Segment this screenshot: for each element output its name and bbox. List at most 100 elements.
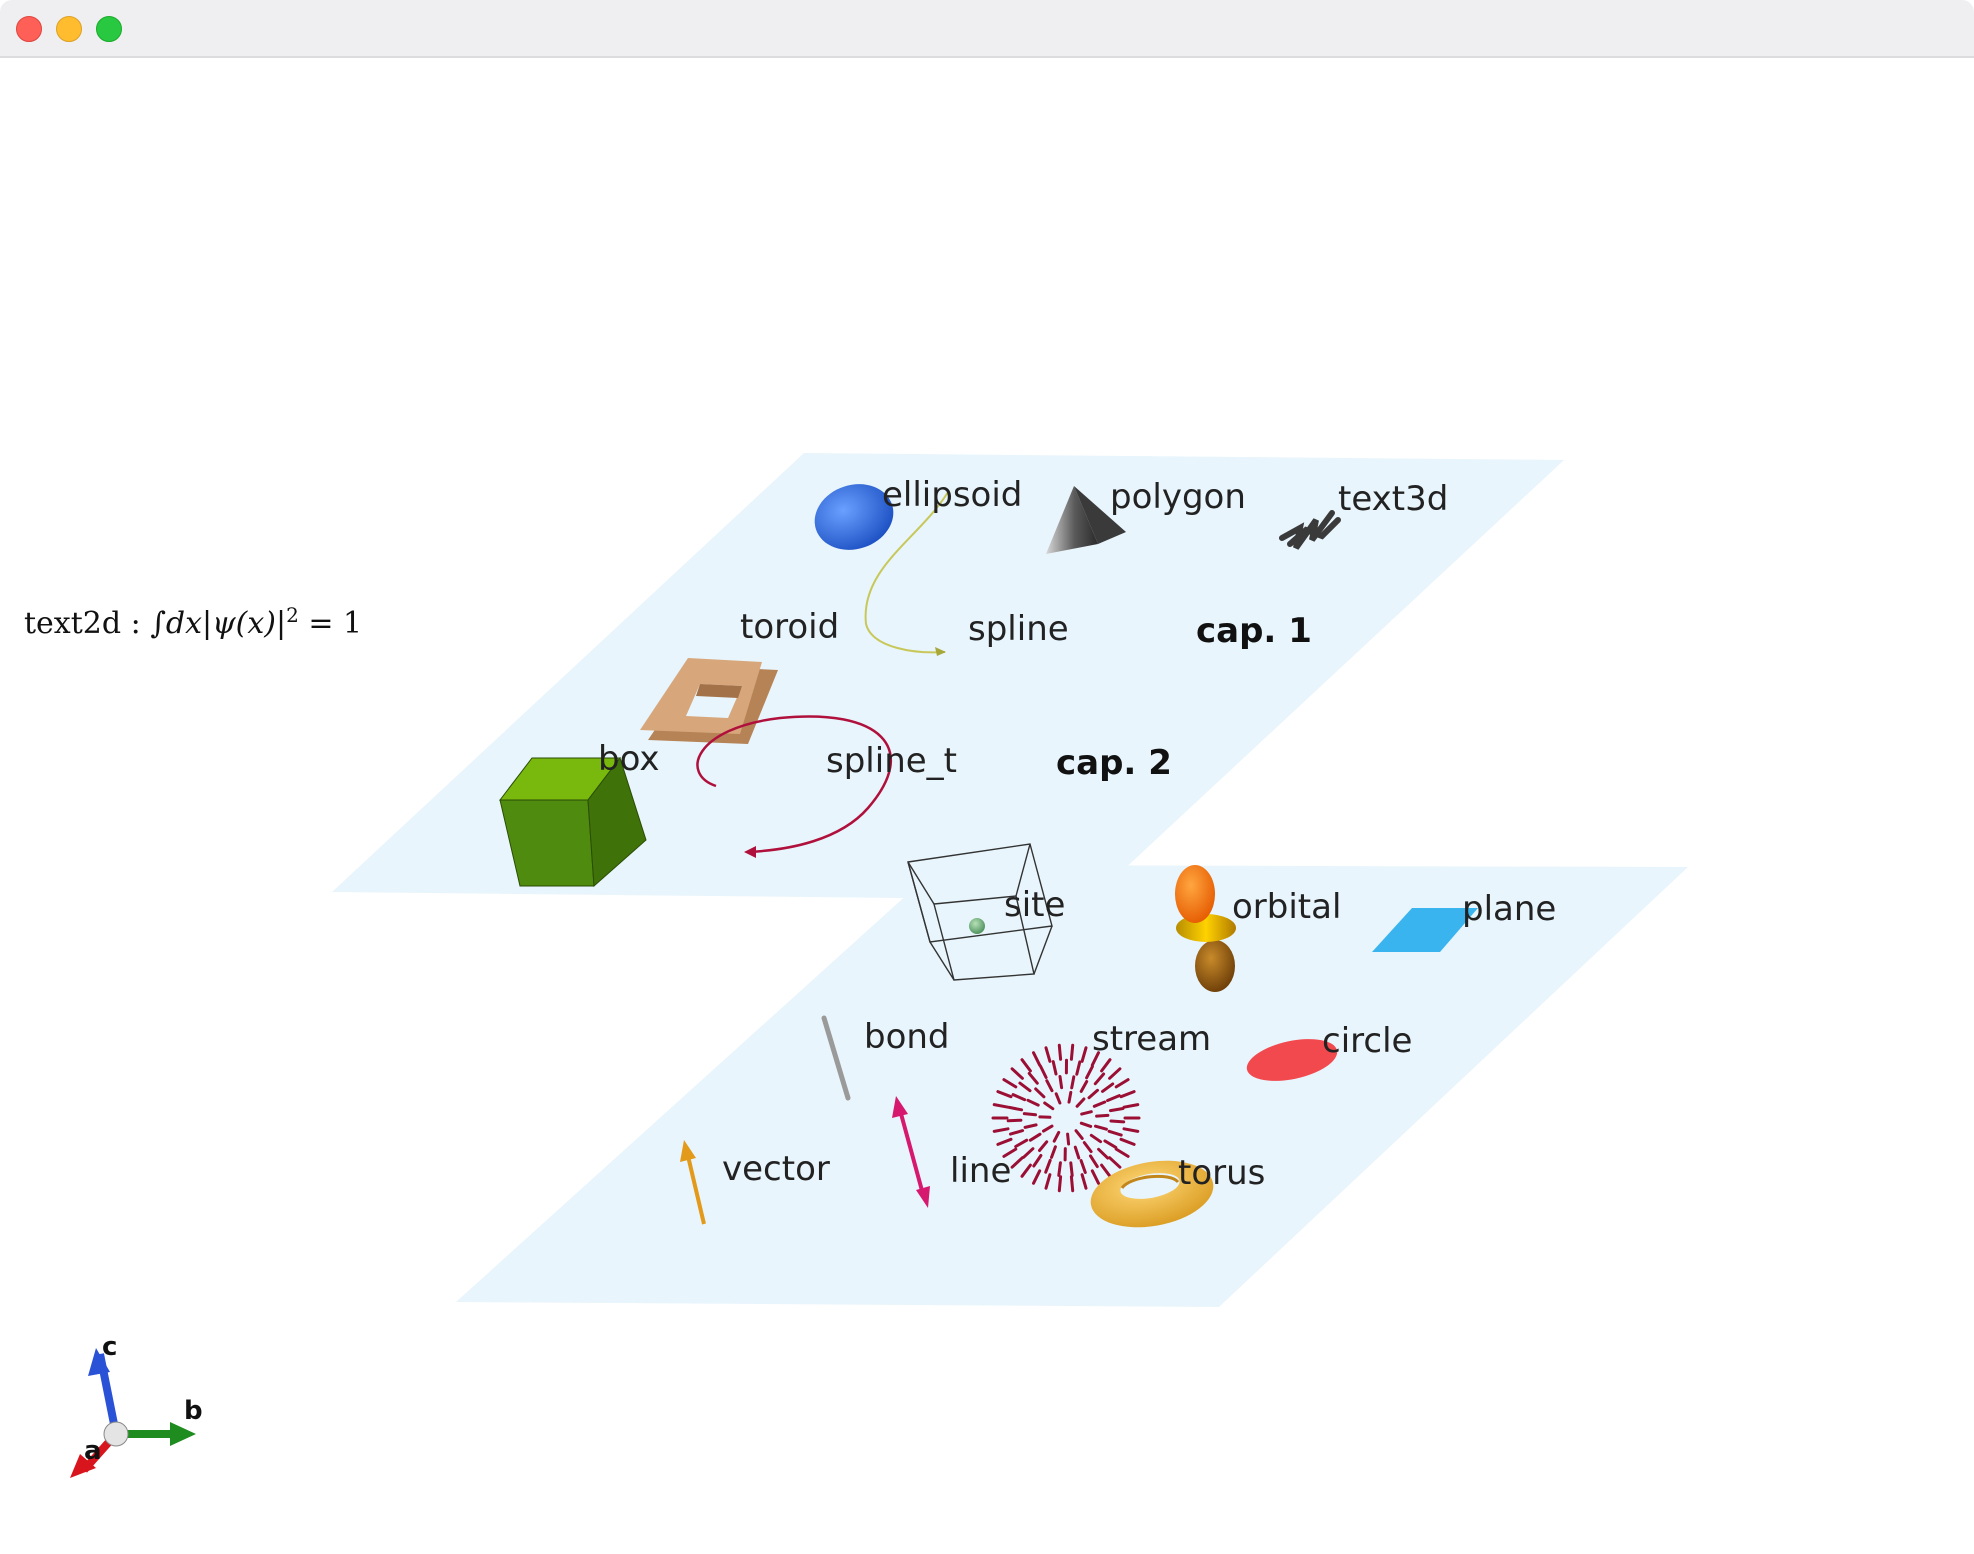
stream-dash (1074, 1129, 1084, 1140)
stream-dash (1043, 1101, 1055, 1111)
spline-curve (864, 491, 949, 654)
stream-dash (1100, 1058, 1112, 1073)
label-bond: bond (864, 1017, 950, 1057)
stream-dash (996, 1137, 1013, 1146)
stream-dash (1026, 1098, 1040, 1107)
upper-plane (332, 453, 1564, 900)
stream-dash (1090, 1169, 1100, 1185)
orbital-shape (1175, 865, 1236, 992)
stream-dash (1009, 1129, 1025, 1136)
spline-arrowhead (935, 647, 946, 656)
label-vector: vector (722, 1149, 830, 1189)
stream-dash (1106, 1094, 1121, 1102)
stream-dash (1044, 1173, 1052, 1190)
stream-dash (1080, 1110, 1093, 1116)
label-site: site (1004, 885, 1066, 925)
ellipsoid-shape (814, 484, 894, 550)
stream-dash (1044, 1158, 1052, 1174)
stream-dash (1082, 1141, 1093, 1154)
stream-dash (1114, 1078, 1130, 1089)
axes-triad (70, 1348, 196, 1478)
spline-t-arrowhead (744, 846, 756, 858)
stream-dash (1010, 1156, 1024, 1169)
stream-dash (1069, 1161, 1074, 1177)
stream-dash (1075, 1097, 1086, 1108)
circle-shape (1246, 1039, 1338, 1081)
stream-dash (1108, 1156, 1122, 1169)
stream-dash (1075, 1060, 1082, 1076)
stream-dash (1100, 1163, 1112, 1178)
toroid-shape (640, 658, 778, 744)
spline-t-curve (696, 715, 893, 854)
stream-dash (992, 1127, 1010, 1133)
stream-dash (1119, 1137, 1136, 1146)
minimize-window-button[interactable] (56, 16, 82, 42)
stream-dash (1101, 1082, 1115, 1093)
stream-dash (1034, 1087, 1046, 1099)
stream-dash (1044, 1046, 1052, 1063)
label-line: line (950, 1151, 1012, 1191)
box-shape (498, 756, 647, 888)
stream-dash (992, 1103, 1010, 1109)
stream-dash (1050, 1145, 1057, 1159)
stream-dash (1032, 1154, 1043, 1168)
stream-dash (1069, 1043, 1075, 1061)
stream-dash (1119, 1090, 1136, 1099)
stream-dash (1011, 1093, 1027, 1102)
label-box: box (598, 739, 660, 779)
stream-dash (1122, 1103, 1140, 1109)
torus-shape (1090, 1160, 1214, 1228)
stream-dash (1079, 1159, 1087, 1174)
polygon-shape (1046, 486, 1126, 554)
stream-dash (1057, 1175, 1063, 1193)
stream-dash (1069, 1175, 1075, 1193)
scene-canvas (70, 453, 1688, 1478)
stream-dash (1092, 1100, 1107, 1108)
axis-label-c: c (102, 1332, 118, 1362)
label-stream: stream (1092, 1019, 1212, 1059)
stream-dash (1020, 1163, 1032, 1178)
stream-dash (1103, 1139, 1118, 1149)
label-cap-1: cap. 1 (1196, 611, 1312, 651)
text2d-formula: text2d : ∫dx|ψ(x)|2 = 1 (24, 603, 362, 641)
stream-dash (1022, 1147, 1035, 1159)
stream-dash (1094, 1124, 1108, 1131)
stream-dash (1039, 1064, 1048, 1079)
bond-shape (821, 1015, 851, 1101)
text3d-shape (1279, 510, 1341, 550)
label-ellipsoid: ellipsoid (882, 475, 1023, 515)
stream-dash (1054, 1092, 1062, 1105)
stream-dash (1027, 1071, 1039, 1085)
stream-shape (991, 1043, 1141, 1193)
stream-dash (1042, 1124, 1054, 1133)
3d-viewport[interactable]: text2d : ∫dx|ψ(x)|2 = 1 ellipsoid polygo… (0, 58, 1974, 1554)
label-circle: circle (1322, 1021, 1413, 1061)
label-spline: spline (968, 609, 1069, 649)
close-window-button[interactable] (16, 16, 42, 42)
axis-label-b: b (184, 1396, 203, 1426)
stream-dash (1051, 1060, 1058, 1076)
stream-dash (1002, 1147, 1018, 1158)
stream-dash (1093, 1072, 1106, 1086)
site-cell (907, 843, 1053, 981)
stream-dash (1114, 1147, 1130, 1158)
stream-dash (1085, 1065, 1094, 1080)
stream-dash (1052, 1130, 1061, 1143)
site-sphere (969, 918, 985, 934)
label-toroid: toroid (740, 607, 840, 647)
title-bar (0, 0, 1974, 58)
vector-shape (680, 1140, 706, 1225)
maximize-window-button[interactable] (96, 16, 122, 42)
stream-dash (1002, 1078, 1018, 1089)
stream-dash (1006, 1118, 1023, 1123)
stream-dash (1090, 1051, 1100, 1067)
label-cap-2: cap. 2 (1056, 743, 1172, 783)
stream-dash (1079, 1121, 1093, 1128)
stream-dash (1080, 1173, 1088, 1190)
stream-dash (1087, 1088, 1099, 1100)
stream-dash (1097, 1147, 1110, 1160)
stream-dash (1014, 1138, 1029, 1148)
stream-dash (1058, 1075, 1064, 1090)
label-spline-t: spline_t (826, 741, 957, 781)
text2d-suffix: = 1 (308, 606, 363, 641)
